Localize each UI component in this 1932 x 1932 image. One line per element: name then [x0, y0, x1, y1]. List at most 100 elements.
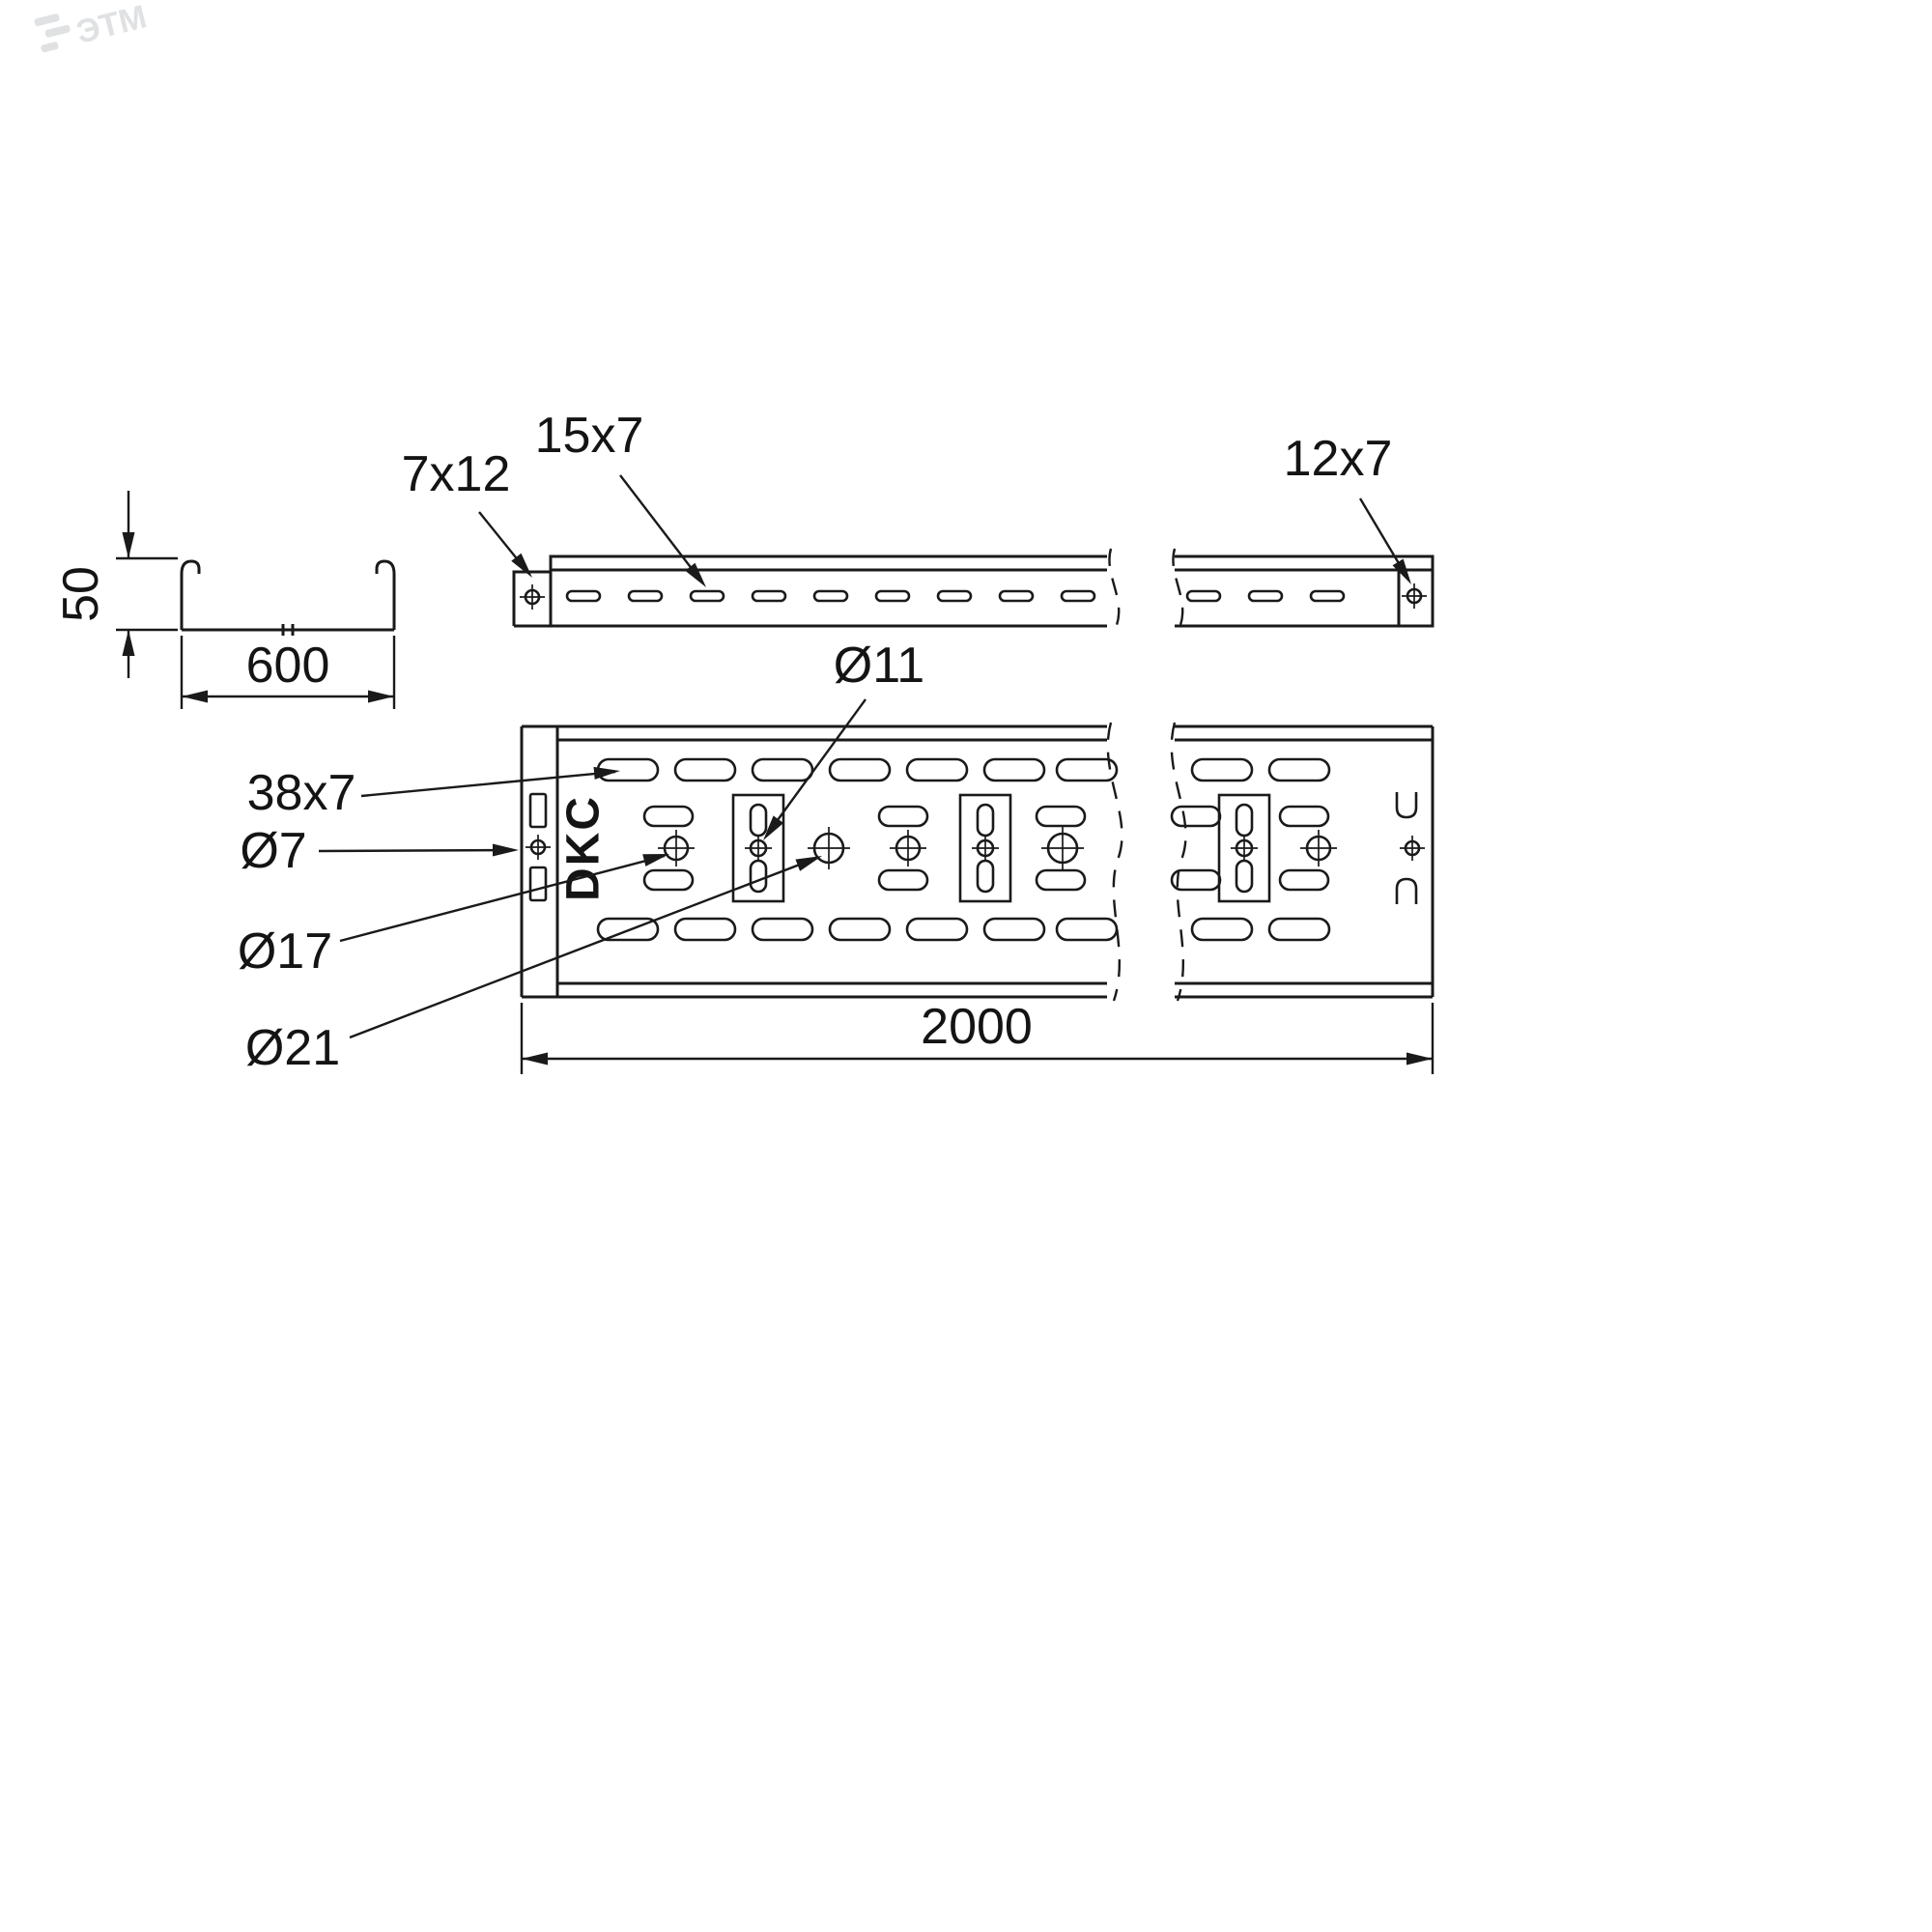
dimension-lines: [180, 636, 396, 709]
dim-width-label: 600: [246, 638, 330, 694]
slot: [877, 868, 929, 892]
arrowhead: [642, 854, 669, 867]
callout-7x12: 7x12: [402, 446, 532, 578]
plan-view: DKC: [238, 638, 1435, 1076]
dimension-width-600: 600: [180, 636, 396, 709]
leader-line: [339, 854, 666, 943]
plan-outline: [520, 724, 1435, 999]
slot: [1055, 757, 1119, 782]
callout-12x7: 12x7: [1284, 431, 1411, 584]
dimension-lines: [520, 1003, 1435, 1074]
label-d11: Ø11: [834, 638, 924, 694]
arrowhead: [368, 690, 394, 703]
dim-length-label: 2000: [921, 999, 1033, 1055]
watermark-bar: [44, 24, 71, 38]
callout-d7: Ø7: [240, 823, 519, 879]
slot: [905, 917, 969, 942]
slot: [1055, 917, 1119, 942]
side-view: 7x12 15x7 12x7: [402, 408, 1435, 631]
dimension-lines: [116, 491, 178, 678]
slot: [751, 589, 787, 603]
leader-line: [318, 848, 515, 853]
end-plate-slot: [528, 792, 548, 829]
cross-section-view: 50 600: [53, 491, 396, 709]
arrowhead: [795, 856, 822, 871]
watermark-bar: [41, 42, 59, 53]
hole-d17-crosshair: [656, 828, 696, 868]
break-lines: [1106, 722, 1187, 1002]
dimension-height-50: 50: [53, 491, 178, 678]
slot: [751, 757, 814, 782]
label-15x7: 15x7: [535, 408, 644, 464]
arrowhead: [1406, 1052, 1433, 1065]
slot: [877, 805, 929, 828]
slot: [642, 805, 695, 828]
callout-38x7: 38x7: [247, 765, 620, 821]
hole-d17-crosshair: [888, 828, 928, 868]
callout-d21: Ø21: [245, 856, 822, 1076]
slot: [673, 917, 737, 942]
slot: [1309, 589, 1346, 603]
slot: [673, 757, 737, 782]
arrowhead: [182, 690, 208, 703]
callout-d11: Ø11: [763, 638, 924, 840]
channel-profile: [180, 559, 396, 636]
slot: [1278, 805, 1330, 828]
end-hole-crosshair: [524, 833, 553, 862]
side-outline: [512, 554, 1435, 628]
slot: [1170, 805, 1222, 828]
label-7x12: 7x12: [402, 446, 511, 502]
arrowhead: [522, 1052, 548, 1065]
slot: [1278, 868, 1330, 892]
brand-logo: DKC: [558, 795, 610, 901]
hole-d17-crosshair: [1298, 828, 1339, 868]
arrowhead: [511, 553, 532, 578]
callout-15x7: 15x7: [535, 408, 706, 587]
slot: [982, 917, 1046, 942]
watermark-logo: ЭТМ: [34, 0, 151, 53]
arrowhead: [685, 562, 706, 587]
end-hole-crosshair: [518, 582, 547, 611]
hole-d21-crosshair: [1039, 825, 1086, 871]
leader-line: [619, 474, 703, 583]
slot: [689, 589, 725, 603]
dimension-length-2000: 2000: [520, 999, 1435, 1074]
hole-d21-crosshair: [806, 825, 852, 871]
slot: [936, 589, 973, 603]
label-12x7: 12x7: [1284, 431, 1393, 487]
slot: [1185, 589, 1222, 603]
arrowhead: [763, 815, 784, 840]
slot: [1247, 589, 1284, 603]
break-lines: [1108, 548, 1184, 631]
mounting-plate: [731, 793, 785, 903]
slot: [982, 757, 1046, 782]
slot: [751, 917, 814, 942]
end-hole-crosshair: [1398, 834, 1427, 863]
slot: [905, 757, 969, 782]
arrowhead: [593, 766, 620, 780]
callout-d17: Ø17: [238, 854, 669, 980]
mounting-plate: [1217, 793, 1271, 903]
slot: [812, 589, 849, 603]
connector-tab: [1395, 877, 1418, 904]
connector-tab: [1395, 792, 1418, 819]
slot: [828, 917, 892, 942]
leader-line: [360, 770, 616, 798]
slot: [874, 589, 911, 603]
watermark-text: ЭТМ: [72, 0, 150, 51]
slot: [1190, 917, 1254, 942]
leader-line: [349, 856, 818, 1039]
label-38x7: 38x7: [247, 765, 356, 821]
arrowhead: [122, 532, 135, 558]
end-hole-crosshair: [1400, 582, 1429, 611]
arrowhead: [122, 630, 135, 656]
slot: [642, 868, 695, 892]
slot: [1190, 757, 1254, 782]
arrowhead: [1392, 558, 1411, 584]
slot: [565, 589, 602, 603]
slot: [1035, 868, 1087, 892]
slot: [1267, 757, 1331, 782]
watermark-bar: [34, 14, 60, 27]
